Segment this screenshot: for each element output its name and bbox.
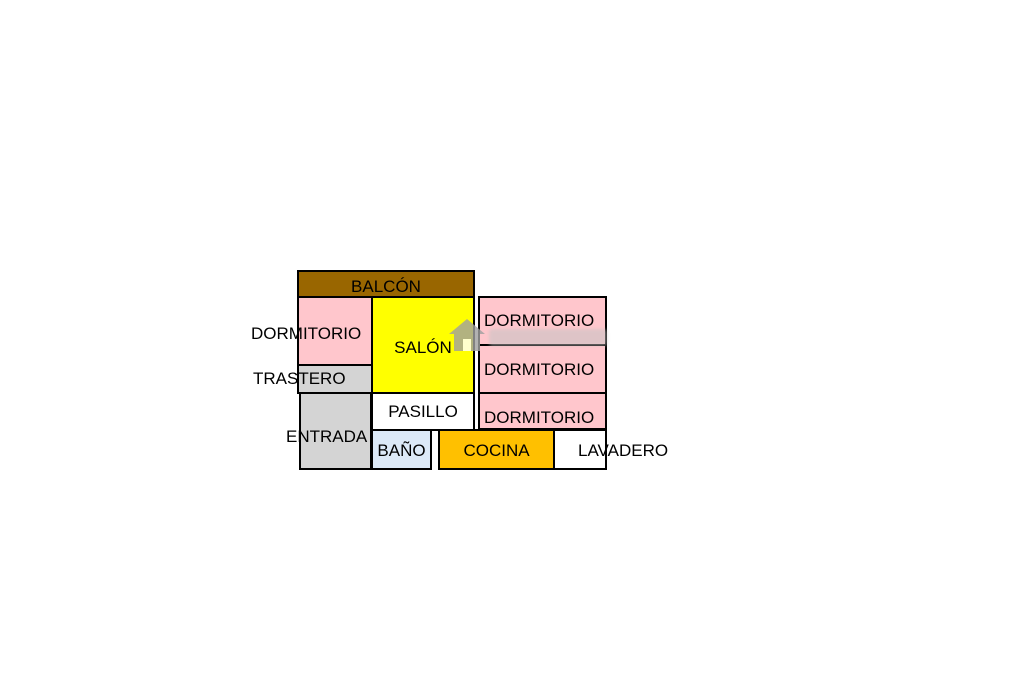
room-label-trastero: TRASTERO [253,369,346,388]
room-entrada [299,392,372,470]
room-label-dormitorio-bottom-right: DORMITORIO [484,408,595,427]
room-label-salon: SALÓN [394,338,452,357]
room-label-entrada: ENTRADA [286,427,368,446]
room-label-lavadero: LAVADERO [578,441,669,460]
room-bano [371,429,432,470]
room-dormitorio-left [297,296,373,366]
room-label-dormitorio-mid-right: DORMITORIO [484,360,595,379]
room-label-cocina: COCINA [463,441,530,460]
room-pasillo [371,392,475,431]
room-lavadero [553,429,607,470]
room-label-bano: BAÑO [377,441,426,460]
room-label-pasillo: PASILLO [388,402,458,421]
room-label-dormitorio-left: DORMITORIO [251,324,362,343]
room-label-balcon: BALCÓN [351,277,421,296]
room-label-dormitorio-top-right: DORMITORIO [484,311,595,330]
room-dormitorio-bottom-right [478,392,607,430]
